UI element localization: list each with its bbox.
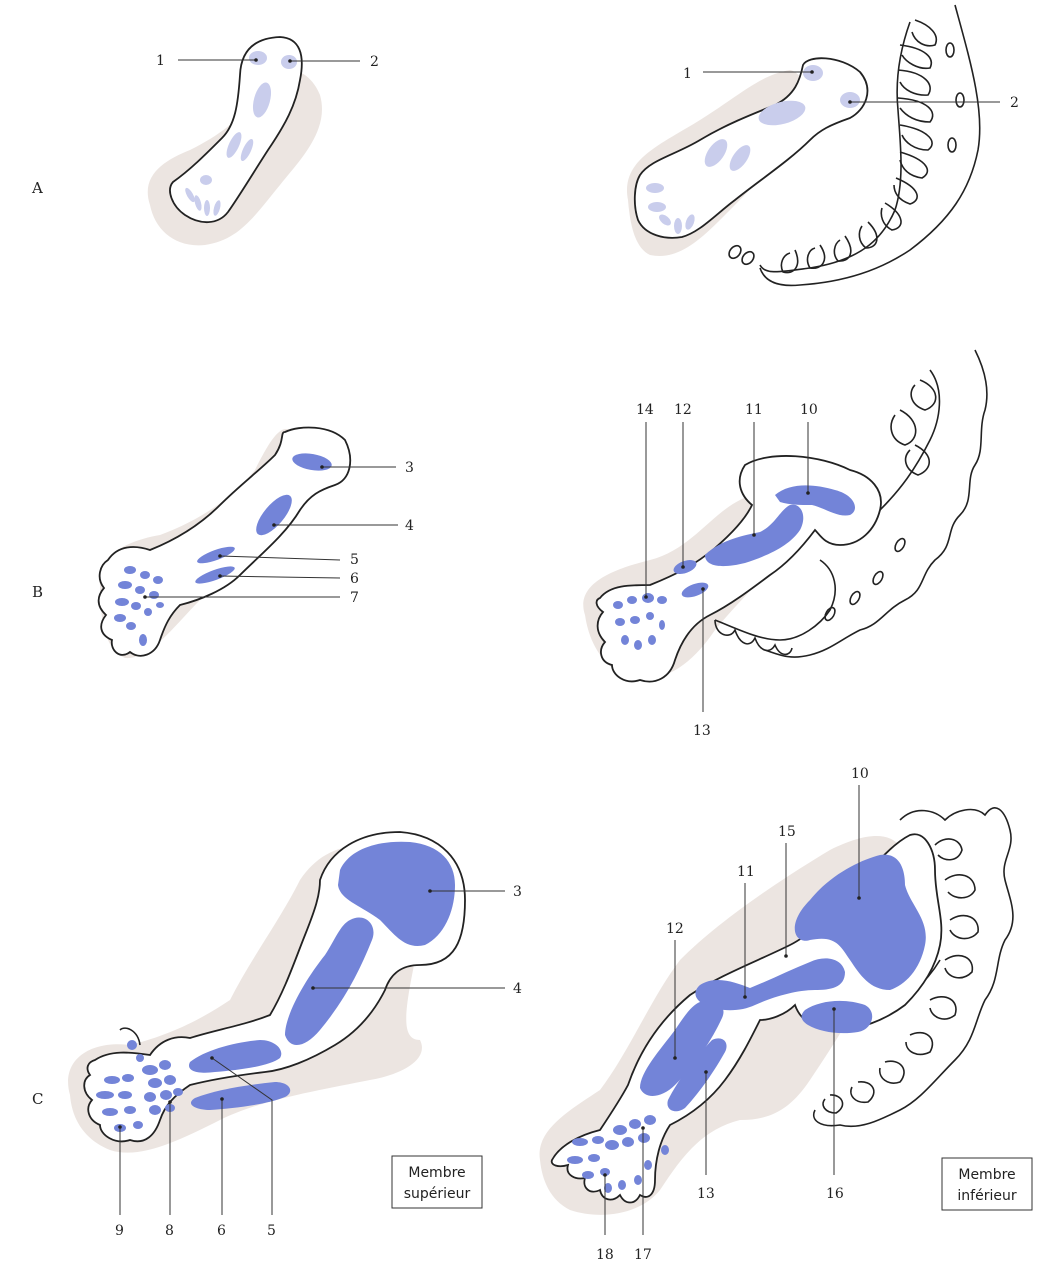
label-2: 2 xyxy=(1010,95,1019,111)
stage-a-lower-limb: 1 2 xyxy=(627,5,1019,285)
label-13: 13 xyxy=(693,723,711,739)
label-5: 5 xyxy=(267,1223,276,1239)
label-10: 10 xyxy=(800,402,818,418)
label-18: 18 xyxy=(596,1247,614,1263)
row-label-b: B xyxy=(32,583,43,601)
row-label-c: C xyxy=(32,1090,43,1108)
label-2: 2 xyxy=(370,54,379,70)
label-12: 12 xyxy=(674,402,692,418)
box-line-2: inférieur xyxy=(957,1188,1016,1204)
stage-a-upper-limb: 1 2 xyxy=(148,37,379,245)
stage-b-upper-limb: 3 4 5 6 7 xyxy=(99,427,414,658)
label-1: 1 xyxy=(156,53,165,69)
membre-superieur-box: Membre supérieur xyxy=(392,1156,482,1208)
row-label-a: A xyxy=(31,179,43,197)
pubis-condensation xyxy=(840,92,860,108)
label-8: 8 xyxy=(165,1223,174,1239)
stage-c-lower-limb: 10 15 11 12 13 16 18 17 Membre inférieur xyxy=(540,766,1032,1263)
label-7: 7 xyxy=(350,590,359,606)
label-4: 4 xyxy=(405,518,414,534)
label-6: 6 xyxy=(350,571,359,587)
label-14: 14 xyxy=(636,402,654,418)
box-line-1: Membre xyxy=(408,1165,465,1181)
label-5: 5 xyxy=(350,552,359,568)
stage-c-upper-limb: 3 4 9 8 6 5 Membre supérieur xyxy=(68,832,522,1239)
scapula-condensation xyxy=(249,51,267,65)
label-13: 13 xyxy=(697,1186,715,1202)
label-4: 4 xyxy=(513,981,522,997)
label-6: 6 xyxy=(217,1223,226,1239)
label-11: 11 xyxy=(745,402,763,418)
label-3: 3 xyxy=(513,884,522,900)
label-11: 11 xyxy=(737,864,755,880)
membre-inferieur-box: Membre inférieur xyxy=(942,1158,1032,1210)
label-15: 15 xyxy=(778,824,796,840)
label-17: 17 xyxy=(634,1247,652,1263)
label-3: 3 xyxy=(405,460,414,476)
label-9: 9 xyxy=(115,1223,124,1239)
stage-b-lower-limb: 14 12 11 10 13 xyxy=(583,350,987,739)
label-10: 10 xyxy=(851,766,869,782)
label-1: 1 xyxy=(683,66,692,82)
box-line-1: Membre xyxy=(958,1167,1015,1183)
label-12: 12 xyxy=(666,921,684,937)
label-16: 16 xyxy=(826,1186,844,1202)
box-line-2: supérieur xyxy=(404,1186,471,1202)
